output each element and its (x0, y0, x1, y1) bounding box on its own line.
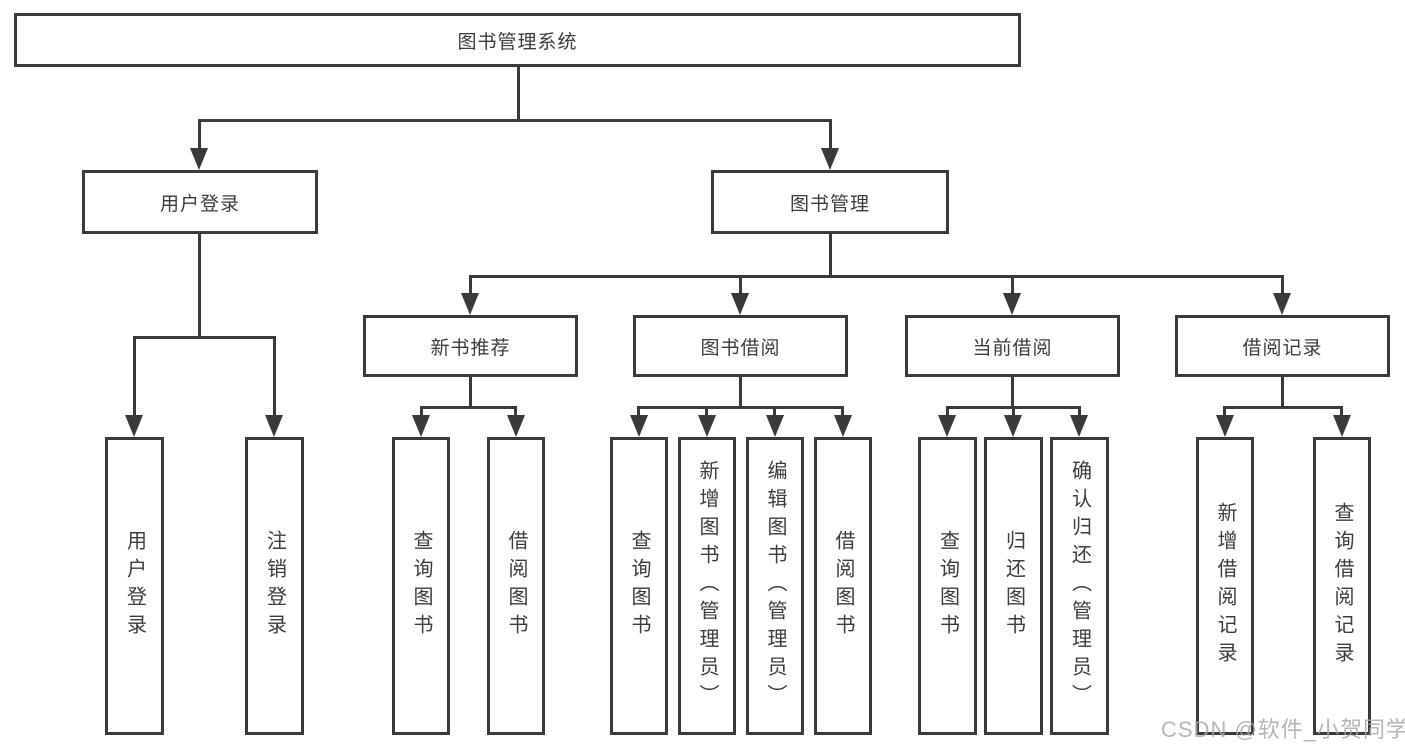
connector-g3-c4-drop (841, 406, 844, 417)
connector-g5-c2-drop (1340, 406, 1343, 417)
connector-g3-stem (739, 377, 742, 409)
connector-bookmgmt-drop (829, 119, 832, 150)
connector-g1-hbar (133, 336, 276, 339)
connector-g3-c1-drop (637, 406, 640, 417)
arrow-down-bookborrow (731, 293, 749, 315)
arrow-down-g2-c1 (412, 415, 430, 437)
connector-g1-c1-drop (133, 336, 136, 417)
connector-userlogin-stem (198, 234, 201, 339)
node-cb-confirm-return-admin: 确认归还（管理员） (1050, 437, 1109, 735)
node-br-add-record: 新增借阅记录 (1196, 437, 1254, 735)
node-nbr-query-books: 查询图书 (392, 437, 450, 735)
node-user-login-action: 用户登录 (105, 437, 164, 735)
connector-l3-drop-1 (469, 275, 472, 295)
node-book-management: 图书管理 (711, 170, 949, 234)
node-nbr-borrow-books: 借阅图书 (487, 437, 545, 735)
node-bb-borrow-books: 借阅图书 (814, 437, 872, 735)
connector-l3-drop-3 (1011, 275, 1014, 295)
connector-g4-c2-drop (1012, 406, 1015, 417)
node-bb-add-books-admin: 新增图书（管理员） (678, 437, 736, 735)
connector-g1-c2-drop (273, 336, 276, 417)
connector-g2-stem (469, 377, 472, 409)
connector-g2-hbar (420, 406, 517, 409)
connector-g4-c3-drop (1078, 406, 1081, 417)
connector-root-stem (517, 67, 520, 119)
arrow-down-newbook (461, 293, 479, 315)
arrow-down-g3-c3 (766, 415, 784, 437)
arrow-down-g4-c1 (938, 415, 956, 437)
arrow-down-g5-c2 (1333, 415, 1351, 437)
node-library-system: 图书管理系统 (14, 13, 1021, 67)
arrow-down-g5-c1 (1216, 415, 1234, 437)
arrow-down-borrowrecords (1273, 293, 1291, 315)
connector-g4-c1-drop (946, 406, 949, 417)
node-user-login: 用户登录 (82, 170, 318, 234)
node-book-borrow: 图书借阅 (633, 315, 848, 377)
connector-l3-drop-2 (739, 275, 742, 295)
node-bb-query-books: 查询图书 (610, 437, 668, 735)
connector-g3-c2-drop (705, 406, 708, 417)
arrow-down-g1-c2 (265, 415, 283, 437)
connector-l1-hbar (198, 119, 832, 122)
connector-g3-hbar (638, 406, 844, 409)
connector-l3-hbar (469, 275, 1284, 278)
arrow-down-bookmgmt (821, 148, 839, 170)
connector-l3-drop-4 (1281, 275, 1284, 295)
connector-g5-hbar (1224, 406, 1342, 409)
node-br-query-record: 查询借阅记录 (1313, 437, 1371, 735)
arrow-down-g4-c3 (1070, 415, 1088, 437)
connector-g4-stem (1011, 377, 1014, 409)
connector-g2-c2-drop (514, 406, 517, 417)
connector-g3-c3-drop (773, 406, 776, 417)
arrow-down-currentborrow (1003, 293, 1021, 315)
connector-g2-c1-drop (420, 406, 423, 417)
arrow-down-g4-c2 (1004, 415, 1022, 437)
arrow-down-g1-c1 (125, 415, 143, 437)
connector-bookmgmt-stem (829, 234, 832, 278)
node-cb-return-books: 归还图书 (984, 437, 1043, 735)
csdn-watermark: CSDN @软件_小贺同学 (1161, 717, 1405, 742)
connector-userlogin-drop (198, 119, 201, 150)
node-logout-action: 注销登录 (245, 437, 304, 735)
arrow-down-g2-c2 (507, 415, 525, 437)
arrow-down-g3-c4 (834, 415, 852, 437)
connector-g5-stem (1281, 377, 1284, 409)
node-cb-query-books: 查询图书 (918, 437, 977, 735)
arrow-down-g3-c2 (698, 415, 716, 437)
arrow-down-userlogin (190, 148, 208, 170)
node-borrow-records: 借阅记录 (1175, 315, 1390, 377)
node-bb-edit-books-admin: 编辑图书（管理员） (746, 437, 804, 735)
node-new-book-recommend: 新书推荐 (363, 315, 578, 377)
arrow-down-g3-c1 (630, 415, 648, 437)
node-current-borrow: 当前借阅 (905, 315, 1120, 377)
connector-g5-c1-drop (1223, 406, 1226, 417)
